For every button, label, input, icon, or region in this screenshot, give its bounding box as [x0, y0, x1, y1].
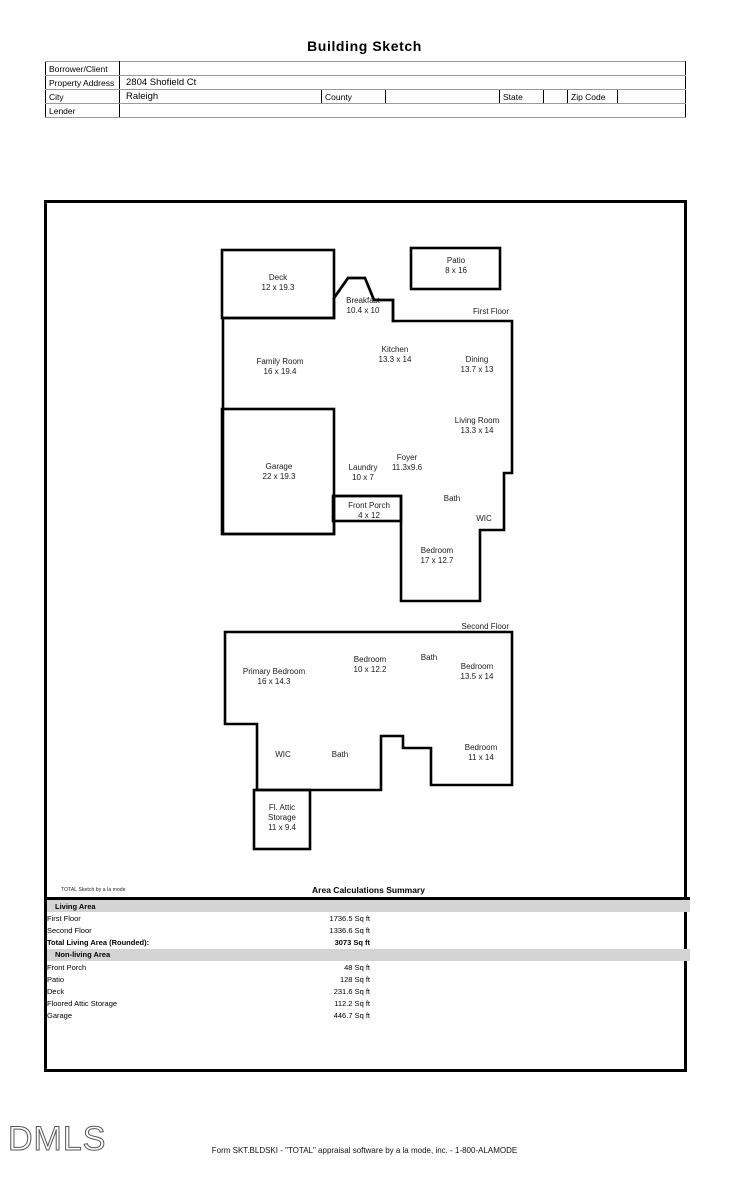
row-value-first-floor: 1736.5 Sq ft: [329, 913, 370, 923]
table-row: Lender: [45, 103, 686, 118]
area-summary-title: Area Calculations Summary: [312, 885, 425, 895]
table-row: Floored Attic Storage 112.2 Sq ft: [47, 998, 690, 1010]
zip-value[interactable]: [617, 89, 686, 104]
row-label-garage: Garage: [47, 1011, 73, 1021]
table-row-total: Total Living Area (Rounded): 3073 Sq ft: [47, 937, 690, 949]
dmls-logo: DMLS: [7, 1120, 107, 1159]
row-value-patio: 128 Sq ft: [339, 974, 370, 984]
room-label-wic-1f: WIC: [476, 514, 492, 523]
room-label-bath-2f-b: Bath: [331, 750, 349, 759]
zip-label: Zip Code: [567, 89, 618, 104]
living-area-header: Living Area: [47, 900, 690, 913]
row-value-deck: 231.6 Sq ft: [333, 986, 370, 996]
section-header-row: Living Area: [47, 900, 690, 913]
first-floor-outline: [221, 276, 514, 603]
page-title: Building Sketch: [307, 38, 422, 54]
table-row: City Raleigh County State Zip Code: [45, 89, 686, 104]
attic-storage-outline: [252, 788, 312, 851]
address-label: Property Address: [45, 75, 120, 90]
nonliving-area-header: Non-living Area: [47, 948, 690, 961]
section-header-row: Non-living Area: [47, 948, 690, 961]
second-floor-tag: Second Floor: [461, 622, 509, 631]
address-value[interactable]: 2804 Shofield Ct: [119, 75, 686, 90]
row-label-front-porch: Front Porch: [47, 962, 87, 972]
lender-label: Lender: [45, 103, 120, 118]
sketch-credit: TOTAL Sketch by a la mode: [61, 887, 126, 893]
room-label-wic-2f: WIC: [275, 750, 291, 759]
first-floor-tag: First Floor: [473, 307, 509, 316]
row-label-total-living-area: Total Living Area (Rounded):: [47, 938, 150, 948]
row-value-garage: 446.7 Sq ft: [333, 1011, 370, 1021]
row-label-floored-attic-storage: Floored Attic Storage: [47, 999, 118, 1009]
footer-form-note: Form SKT.BLDSKI - "TOTAL" appraisal soft…: [211, 1146, 518, 1155]
row-label-second-floor: Second Floor: [47, 925, 92, 935]
lender-value[interactable]: [119, 103, 686, 118]
table-row: Garage 446.7 Sq ft: [47, 1010, 690, 1022]
second-floor-outline: [223, 630, 514, 792]
table-row: Deck 231.6 Sq ft: [47, 985, 690, 997]
property-info-table: Borrower/Client Property Address 2804 Sh…: [45, 61, 686, 118]
room-label-bath-2f-a: Bath: [420, 653, 438, 662]
row-value-total-living-area: 3073 Sq ft: [334, 938, 370, 948]
row-value-second-floor: 1336.6 Sq ft: [329, 925, 370, 935]
row-label-patio: Patio: [47, 974, 65, 984]
row-label-first-floor: First Floor: [47, 913, 81, 923]
row-label-deck: Deck: [47, 986, 65, 996]
table-row: Second Floor 1336.6 Sq ft: [47, 924, 690, 936]
borrower-label: Borrower/Client: [45, 61, 120, 76]
city-label: City: [45, 89, 120, 104]
row-value-front-porch: 48 Sq ft: [344, 962, 370, 972]
breakfast-nook-outline: [332, 276, 395, 323]
state-label: State: [499, 89, 544, 104]
area-calculations-summary: Living Area First Floor 1736.5 Sq ft Sec…: [47, 897, 690, 1022]
table-row: Borrower/Client: [45, 61, 686, 76]
county-label: County: [321, 89, 386, 104]
table-row: First Floor 1736.5 Sq ft: [47, 912, 690, 924]
table-row: Patio 128 Sq ft: [47, 973, 690, 985]
county-value[interactable]: [385, 89, 500, 104]
table-row: Property Address 2804 Shofield Ct: [45, 75, 686, 90]
table-row: Front Porch 48 Sq ft: [47, 961, 690, 973]
borrower-value[interactable]: [119, 61, 686, 76]
state-value[interactable]: [543, 89, 568, 104]
row-value-floored-attic-storage: 112.2 Sq ft: [334, 999, 370, 1009]
floor-plan-drawing: [220, 246, 514, 851]
room-label-bath-1f: Bath: [443, 494, 461, 503]
city-value[interactable]: Raleigh: [119, 89, 322, 104]
patio-outline: [409, 246, 502, 291]
area-summary-table: Living Area First Floor 1736.5 Sq ft Sec…: [47, 900, 690, 1022]
